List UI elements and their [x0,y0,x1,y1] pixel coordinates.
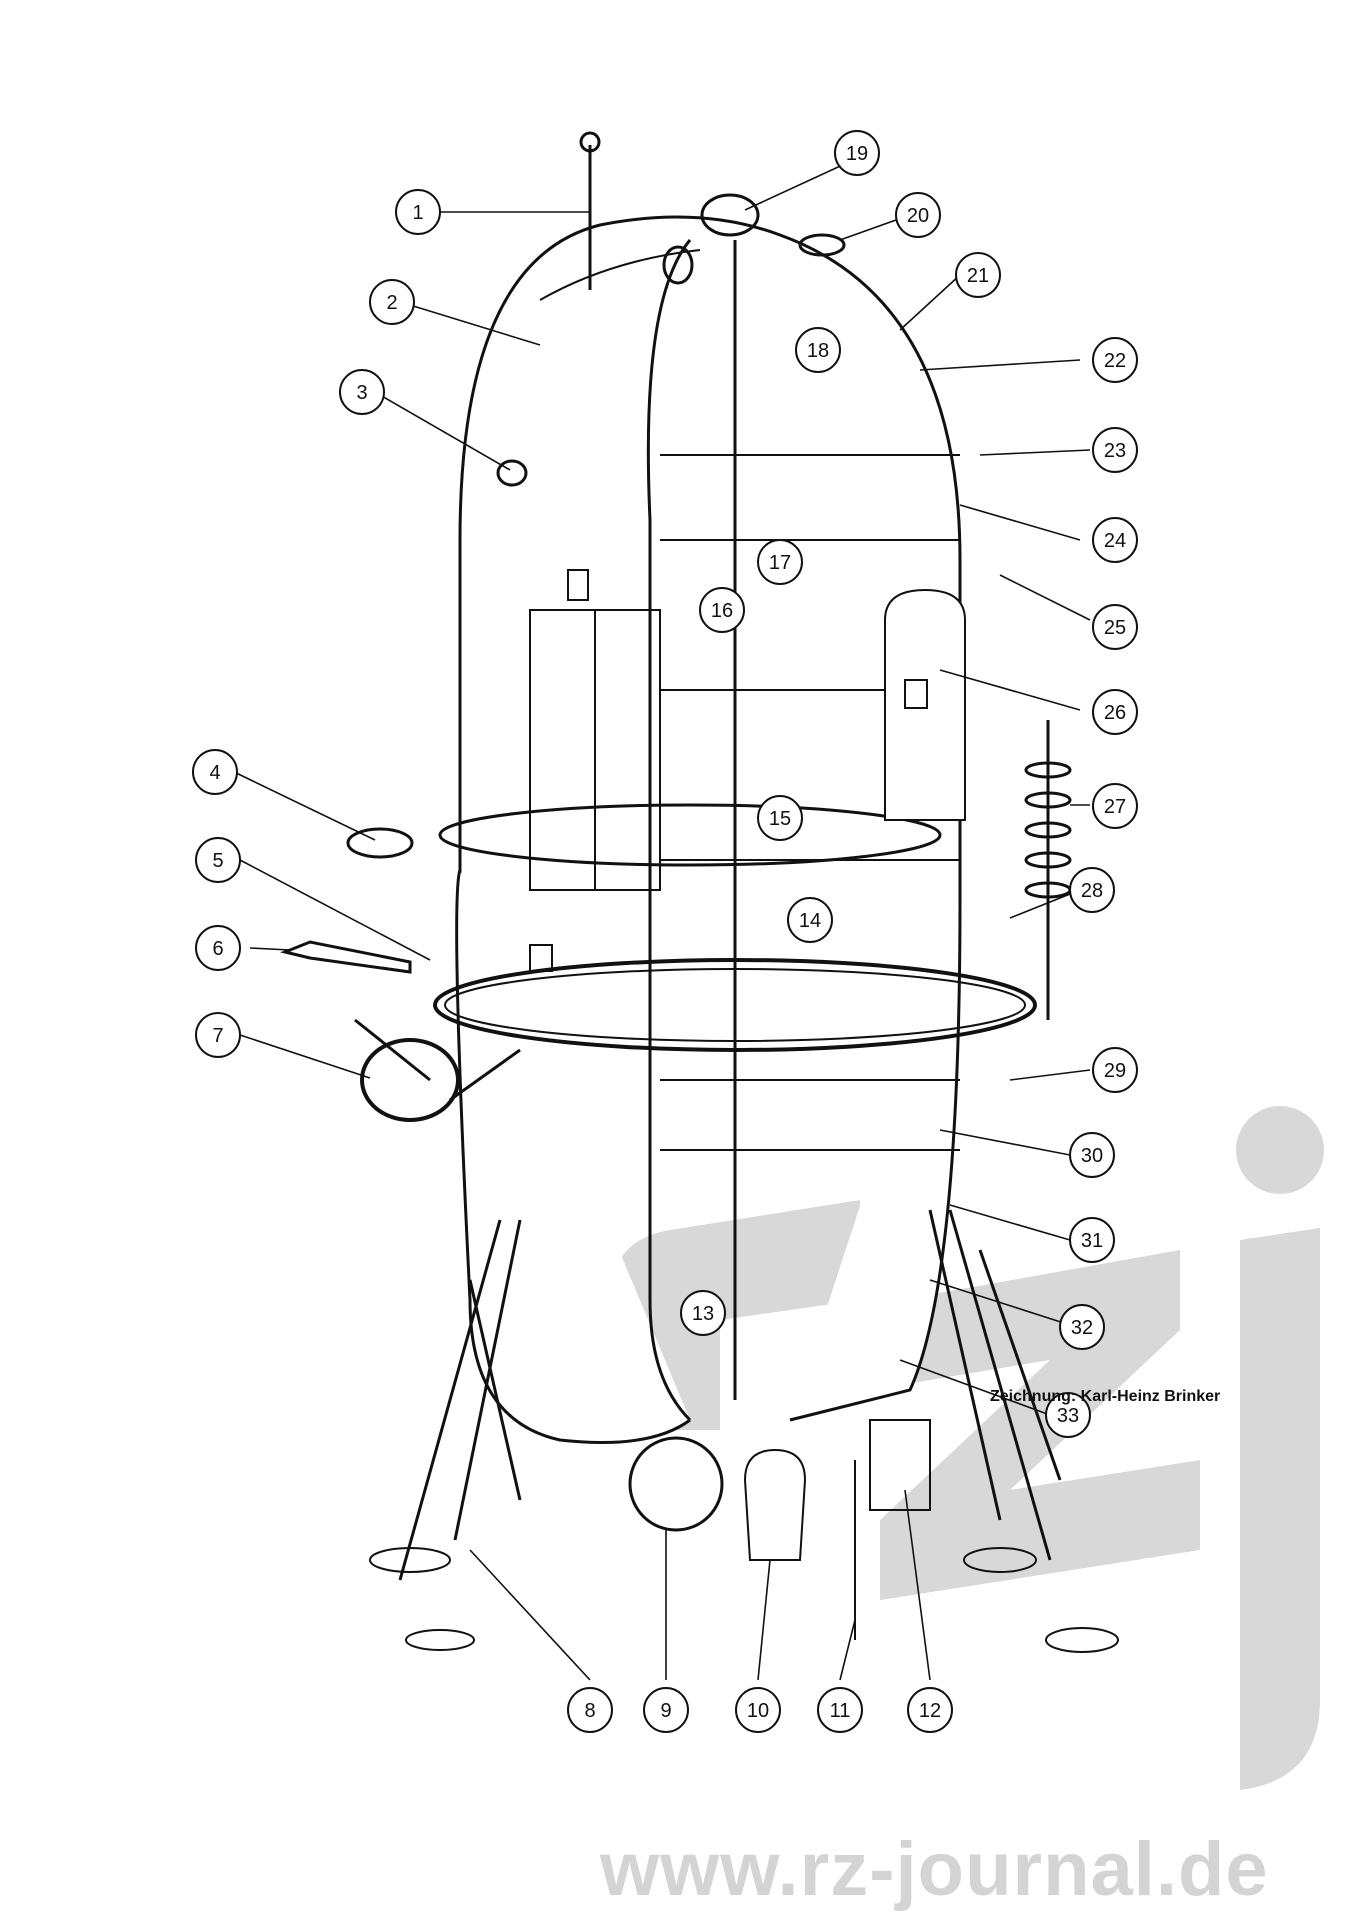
callout-circle-22 [1092,337,1138,383]
callout-label-16: 16 [711,600,733,622]
callout-circle-31 [1069,1217,1115,1263]
callout-label-30: 30 [1081,1145,1103,1167]
callout-label-19: 19 [846,143,868,165]
callout-circle-5 [195,837,241,883]
callout-circle-9 [643,1687,689,1733]
callout-circle-18 [795,327,841,373]
callout-circle-29 [1092,1047,1138,1093]
callout-label-4: 4 [209,762,220,784]
website-watermark: www.rz-journal.de [600,1827,1269,1912]
callout-label-31: 31 [1081,1230,1103,1252]
callout-circle-8 [567,1687,613,1733]
callout-label-8: 8 [584,1700,595,1722]
callout-label-25: 25 [1104,617,1126,639]
callout-circle-33 [1045,1392,1091,1438]
callout-circle-19 [834,130,880,176]
callout-circle-13 [680,1290,726,1336]
callout-label-24: 24 [1104,530,1126,552]
callout-label-3: 3 [356,382,367,404]
callout-circle-10 [735,1687,781,1733]
callout-label-15: 15 [769,808,791,830]
callout-circle-24 [1092,517,1138,563]
callout-label-11: 11 [830,1700,851,1722]
drawing-credit: Zeichnung: Karl-Heinz Brinker [990,1388,1221,1405]
callout-circle-12 [907,1687,953,1733]
callout-label-12: 12 [919,1700,941,1722]
callout-label-21: 21 [967,265,989,287]
spacecraft-body [280,131,1119,1653]
callout-circle-6 [195,925,241,971]
callout-circle-14 [787,897,833,943]
callout-label-20: 20 [907,205,929,227]
callout-circle-27 [1092,783,1138,829]
callout-circle-25 [1092,604,1138,650]
callout-circle-20 [895,192,941,238]
callout-label-32: 32 [1071,1317,1093,1339]
callout-label-27: 27 [1104,796,1126,818]
callout-label-2: 2 [386,292,397,314]
callout-label-26: 26 [1104,702,1126,724]
callout-label-23: 23 [1104,440,1126,462]
callout-circle-4 [192,749,238,795]
callout-label-29: 29 [1104,1060,1126,1082]
callout-label-10: 10 [747,1700,769,1722]
callout-circle-15 [757,795,803,841]
callout-label-18: 18 [807,340,829,362]
callout-label-6: 6 [212,938,223,960]
callout-circle-11 [817,1687,863,1733]
callout-circle-26 [1092,689,1138,735]
rz-journal-logo-watermark [610,1106,1324,1790]
callout-label-1: 1 [412,202,423,224]
callout-circle-21 [955,252,1001,298]
callout-circle-1 [395,189,441,235]
callout-circle-7 [195,1012,241,1058]
callout-circle-3 [339,369,385,415]
callout-circle-32 [1059,1304,1105,1350]
callout-label-17: 17 [769,552,791,574]
callout-label-22: 22 [1104,350,1126,372]
callout-circle-16 [699,587,745,633]
callout-circle-17 [757,539,803,585]
callout-label-28: 28 [1081,880,1103,902]
callout-leaders [229,149,1091,1681]
callout-circle-2 [369,279,415,325]
callout-label-9: 9 [660,1700,671,1722]
callout-label-7: 7 [212,1025,223,1047]
callout-label-33: 33 [1057,1405,1079,1427]
callout-label-13: 13 [692,1303,714,1325]
callout-label-14: 14 [799,910,821,932]
callout-label-5: 5 [212,850,223,872]
callout-circle-23 [1092,427,1138,473]
callout-circle-28 [1069,867,1115,913]
callout-circle-30 [1069,1132,1115,1178]
